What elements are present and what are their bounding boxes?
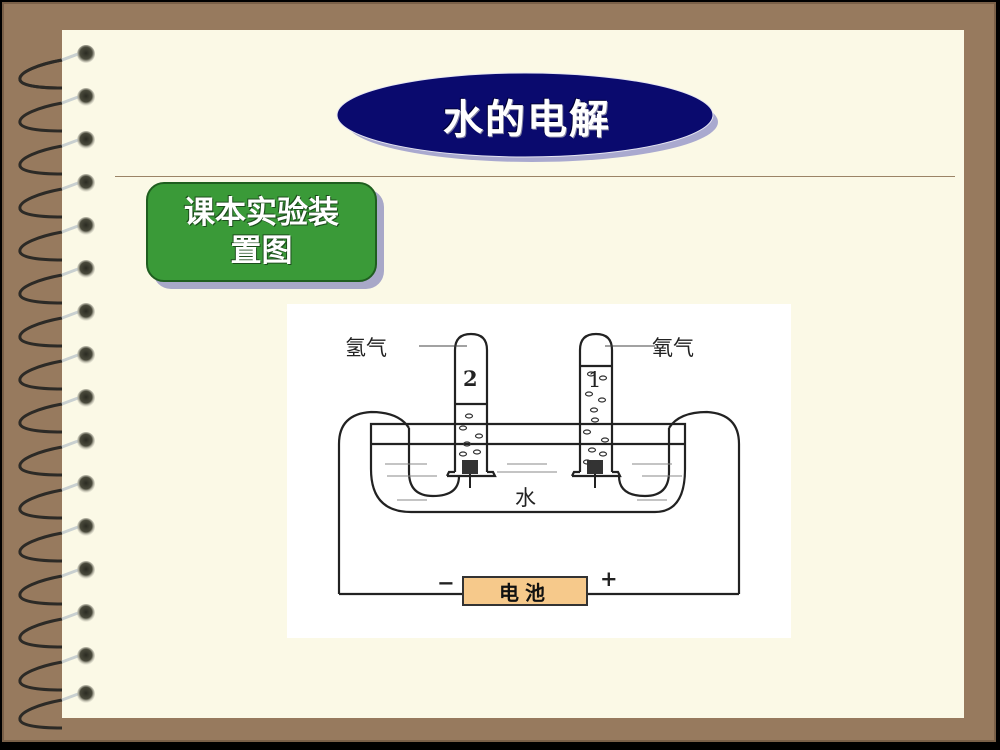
subtitle-line-2: 置图 [230, 233, 293, 269]
negative-terminal: − [437, 570, 455, 595]
title-ellipse [336, 72, 718, 162]
electrolysis-diagram: 氢气 氧气 2 1 水 − + 电池 [287, 304, 791, 638]
battery: 电池 [462, 576, 588, 606]
tube-number-1: 1 [588, 368, 602, 392]
water-label: 水 [515, 486, 536, 510]
subtitle-line-1: 课本实验装 [184, 195, 339, 231]
spiral-binding-icon [18, 43, 97, 730]
divider-line [115, 176, 955, 177]
positive-terminal: + [600, 566, 618, 591]
hydrogen-label: 氢气 [345, 336, 387, 360]
oxygen-label: 氧气 [652, 336, 694, 360]
apparatus-drawing [337, 332, 741, 596]
slide-title: 水的电解 [443, 97, 611, 143]
tube-number-2: 2 [463, 366, 478, 391]
subtitle-box: 课本实验装 置图 [146, 182, 377, 282]
